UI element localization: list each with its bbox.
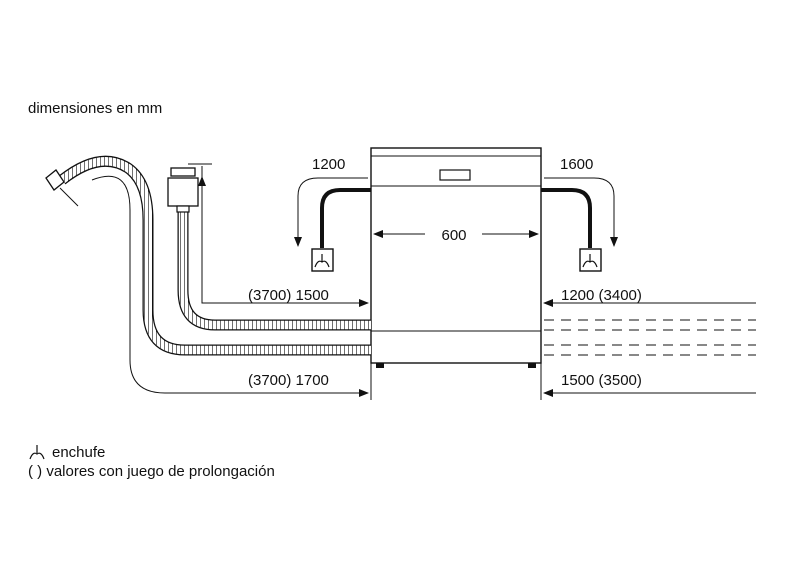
page-title: dimensiones en mm — [28, 100, 163, 117]
socket-icon — [582, 254, 598, 268]
right-mid-dimension: 1200 (3400) — [561, 287, 642, 304]
left-power-cord: 1200 — [294, 156, 371, 272]
right-power-cord: 1600 — [541, 156, 618, 272]
left-mid-dimension: (3700) 1500 — [248, 287, 329, 304]
dishwasher-icon — [370, 147, 542, 368]
right-top-dimension: 1600 — [560, 156, 593, 173]
inlet-hose-icon — [167, 167, 199, 213]
drain-hose-icon — [45, 155, 371, 356]
legend-socket-icon — [29, 445, 45, 460]
right-bottom-dimension: 1500 (3500) — [561, 372, 642, 389]
width-dimension: 600 — [373, 227, 539, 244]
left-top-dimension: 1200 — [312, 156, 345, 173]
legend-extension: ( ) valores con juego de prolongación — [28, 463, 275, 480]
socket-icon — [314, 254, 330, 268]
legend-socket: enchufe — [52, 444, 106, 461]
width-label: 600 — [441, 227, 466, 244]
left-bottom-dimension: (3700) 1700 — [248, 372, 329, 389]
right-dimensions: 1200 (3400) 1500 (3500) — [543, 287, 756, 397]
